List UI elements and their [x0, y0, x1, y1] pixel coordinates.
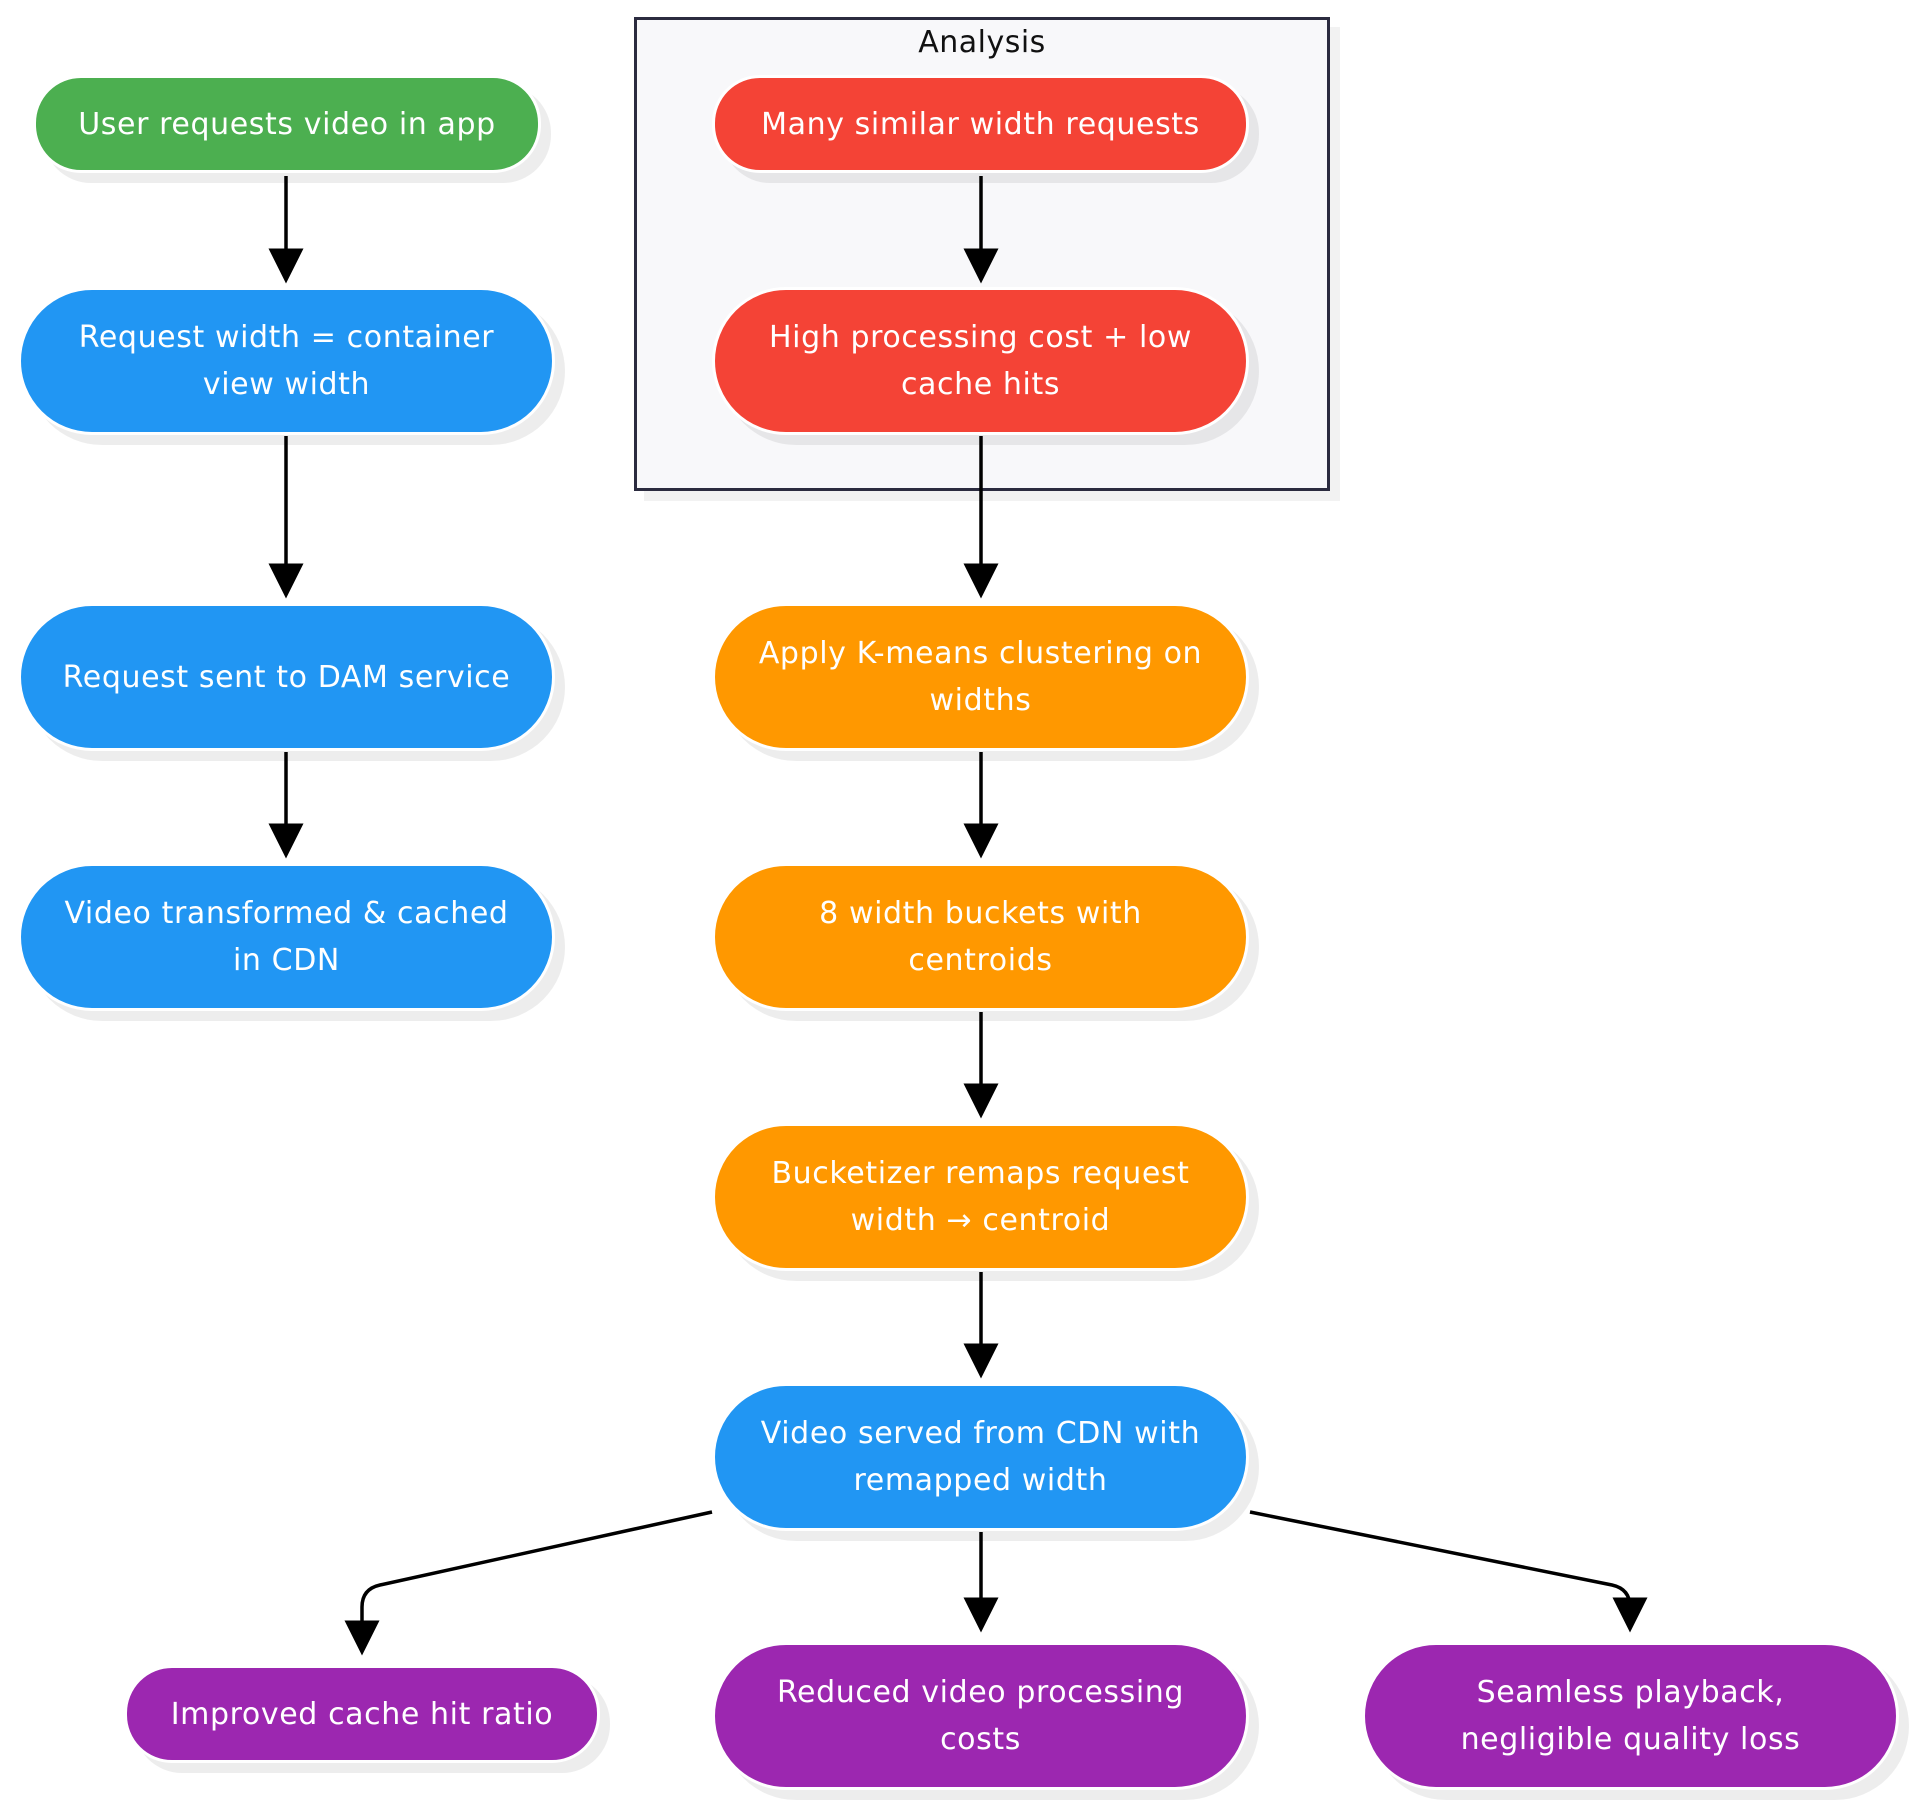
- node-seamless: Seamless playback, negligible quality lo…: [1362, 1642, 1899, 1790]
- node-bucketizer: Bucketizer remaps request width → centro…: [712, 1123, 1249, 1271]
- node-transformed-cached: Video transformed & cached in CDN: [18, 863, 555, 1011]
- node-label: Reduced video processing costs: [776, 1675, 1185, 1757]
- node-label: Seamless playback, negligible quality lo…: [1460, 1675, 1801, 1757]
- edge-served-cdn-to-cache-hit: [344, 1510, 713, 1656]
- edge-served-cdn-to-seamless: [1249, 1510, 1648, 1633]
- node-label: 8 width buckets with centroids: [819, 896, 1142, 978]
- node-request-width: Request width = container view width: [18, 287, 555, 435]
- node-sent-to-dam: Request sent to DAM service: [18, 603, 555, 751]
- node-label: Request sent to DAM service: [62, 659, 511, 695]
- node-user-request: User requests video in app: [33, 75, 541, 173]
- node-label: Request width = container view width: [78, 320, 495, 402]
- node-label: Video served from CDN with remapped widt…: [760, 1416, 1201, 1498]
- node-label: Apply K-means clustering on widths: [758, 636, 1203, 718]
- node-similar-width: Many similar width requests: [712, 75, 1249, 173]
- node-label: Many similar width requests: [761, 106, 1200, 142]
- node-high-cost: High processing cost + low cache hits: [712, 287, 1249, 435]
- node-reduced-costs: Reduced video processing costs: [712, 1642, 1249, 1790]
- node-label: High processing cost + low cache hits: [769, 320, 1192, 402]
- node-cache-hit: Improved cache hit ratio: [124, 1665, 600, 1763]
- node-label: Video transformed & cached in CDN: [64, 896, 509, 978]
- node-label: Bucketizer remaps request width → centro…: [771, 1156, 1190, 1238]
- analysis-group-title: Analysis: [918, 25, 1046, 60]
- node-buckets: 8 width buckets with centroids: [712, 863, 1249, 1011]
- node-label: Improved cache hit ratio: [170, 1696, 554, 1732]
- node-served-cdn: Video served from CDN with remapped widt…: [712, 1383, 1249, 1531]
- node-kmeans: Apply K-means clustering on widths: [712, 603, 1249, 751]
- node-label: User requests video in app: [78, 106, 496, 142]
